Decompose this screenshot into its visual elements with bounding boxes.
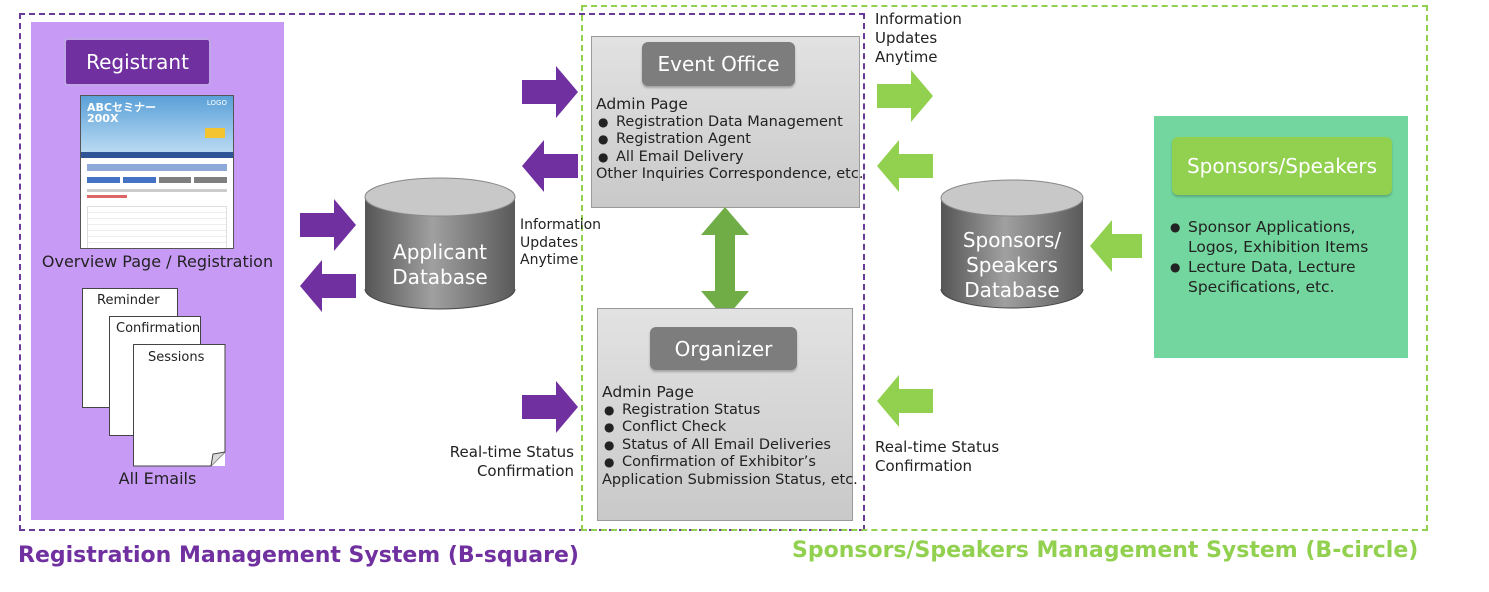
- list-item: Confirmation of Exhibitor’s: [602, 454, 858, 472]
- list-item: Registration Data Management: [596, 114, 863, 132]
- applicant-database-label: Applicant Database: [392, 240, 488, 289]
- info-updates-left: Information Updates Anytime: [520, 217, 602, 268]
- arrow-from-event-office: [522, 140, 578, 192]
- overview-caption: Overview Page / Registration: [41, 252, 274, 271]
- event-office-title: Event Office: [642, 42, 795, 86]
- arrow-sponsors-to-event-office: [877, 140, 933, 192]
- list-item: Status of All Email Deliveries: [602, 437, 858, 455]
- info-updates-right: Information Updates Anytime: [875, 10, 962, 66]
- list-item: Sponsor Applications, Logos, Exhibition …: [1168, 217, 1398, 257]
- mock-title: ABCセミナー: [87, 101, 156, 114]
- arrow-sponsors-to-organizer: [877, 375, 933, 427]
- realtime-left: Real-time Status Confirmation: [449, 443, 574, 480]
- event-office-content: Admin Page Registration Data Management …: [596, 95, 864, 184]
- realtime-right: Real-time Status Confirmation: [875, 438, 1000, 475]
- event-office-heading: Admin Page: [596, 95, 688, 113]
- registration-system-boundary: [19, 13, 865, 531]
- list-item: Registration Agent: [596, 131, 863, 149]
- all-emails-caption: All Emails: [118, 469, 197, 488]
- arrow-panel-to-sponsors-db: [1090, 220, 1142, 272]
- arrow-to-registrant: [300, 260, 356, 312]
- arrow-to-organizer: [522, 381, 578, 433]
- list-item: Registration Status: [602, 402, 858, 420]
- sponsors-list: Sponsor Applications, Logos, Exhibition …: [1168, 217, 1398, 297]
- registrant-label: Registrant: [64, 38, 211, 86]
- arrow-to-event-office: [522, 66, 578, 118]
- organizer-content: Admin Page Registration Status Conflict …: [602, 383, 858, 489]
- sponsors-database-icon: [940, 179, 1084, 309]
- registration-system-title: Registration Management System (B-square…: [18, 543, 579, 568]
- mock-logo: LOGO: [206, 99, 227, 107]
- overview-page-thumbnail: ABCセミナー 200X LOGO: [80, 95, 234, 249]
- sessions-email-label: Sessions: [148, 350, 205, 365]
- organizer-footer: Application Submission Status, etc.: [602, 471, 858, 488]
- applicant-database-icon: [364, 177, 516, 310]
- organizer-heading: Admin Page: [602, 383, 694, 401]
- list-item: Conflict Check: [602, 419, 858, 437]
- event-organizer-double-arrow: [701, 207, 749, 319]
- organizer-title: Organizer: [650, 327, 797, 370]
- list-item: All Email Delivery: [596, 149, 863, 167]
- arrow-event-office-to-sponsors: [877, 70, 933, 122]
- list-item: Lecture Data, Lecture Specifications, et…: [1168, 257, 1398, 297]
- event-office-footer: Other Inquiries Correspondence, etc.: [596, 166, 864, 182]
- sessions-email-fold: [133, 344, 226, 467]
- sponsors-system-title: Sponsors/Speakers Management System (B-c…: [792, 538, 1419, 563]
- arrow-to-applicant-db: [300, 199, 356, 251]
- sponsors-database-label: Sponsors/ Speakers Database: [962, 228, 1062, 302]
- mock-year: 200X: [87, 112, 119, 125]
- sponsors-system-boundary: [581, 5, 1428, 531]
- sponsors-title: Sponsors/Speakers: [1172, 137, 1392, 195]
